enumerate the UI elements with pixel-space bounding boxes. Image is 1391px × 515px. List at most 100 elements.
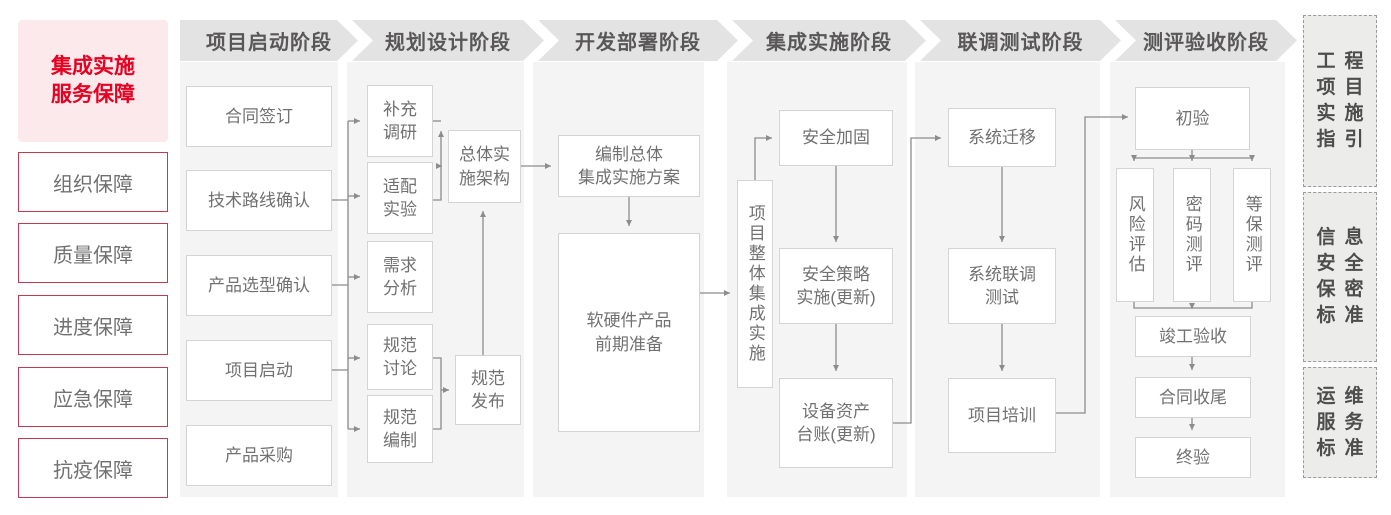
flow-box-adaptation-test: 适配实验 [367, 162, 433, 234]
flow-box-label: 密码测评 [1182, 195, 1202, 275]
flow-box-project-training: 项目培训 [948, 378, 1056, 453]
flow-box-label: 前期准备 [595, 334, 663, 354]
flow-box-label: 集成实施方案 [578, 168, 680, 187]
flow-box-overall-impl-architecture: 总体实施架构 [448, 130, 521, 203]
standard-line: 工程 [1316, 51, 1373, 72]
sidebar-item-label: 进度保障 [53, 316, 133, 339]
phase-banner-integration: 集成实施阶段 [732, 20, 926, 61]
flow-box-completion-acceptance: 竣工验收 [1135, 316, 1251, 357]
flow-box-label: 总体实 [459, 145, 510, 165]
flow-box-label: 编制总体 [595, 144, 663, 164]
flow-box-spec-discussion: 规范讨论 [367, 324, 433, 390]
phase-banner-label: 联调测试阶段 [957, 32, 1084, 54]
sidebar-item-label: 组织保障 [53, 173, 133, 196]
sidebar-item-label: 抗疫保障 [53, 459, 133, 482]
flow-box-label: 项目整体集成实施 [745, 204, 765, 364]
flow-box-label: 安全策略 [802, 264, 870, 284]
flow-box-tech-route-confirm: 技术路线确认 [186, 170, 332, 231]
flow-box-label: 项目培训 [968, 405, 1036, 425]
phase-banner-project-start: 项目启动阶段 [180, 20, 358, 61]
flow-box-label: 终验 [1176, 447, 1210, 467]
phase-banner-joint-test: 联调测试阶段 [920, 20, 1121, 61]
standard-box-ops-service: 运维 服务 标准 [1303, 367, 1377, 478]
flow-box-label: 讨论 [383, 359, 417, 378]
flow-box-hw-sw-preparation: 软硬件产品前期准备 [558, 233, 700, 432]
sidebar-item-quality: 质量保障 [18, 223, 168, 283]
flow-box-label: 分析 [383, 279, 417, 298]
flow-box-risk-assessment: 风险评估 [1116, 168, 1154, 302]
flow-box-product-selection-confirm: 产品选型确认 [186, 255, 332, 316]
standard-line: 指引 [1316, 129, 1373, 150]
flow-box-supplementary-research: 补充调研 [367, 85, 433, 157]
flow-box-label: 产品采购 [225, 445, 293, 465]
standard-line: 服务 [1316, 411, 1373, 433]
flow-box-overall-project-integration: 项目整体集成实施 [737, 180, 773, 388]
flow-box-label: 风险评估 [1125, 195, 1145, 275]
flow-box-security-hardening: 安全加固 [779, 110, 893, 166]
flow-box-label: 项目启动 [225, 360, 293, 380]
flow-box-label: 产品选型确认 [208, 275, 310, 295]
sidebar-title-line: 服务保障 [51, 83, 135, 106]
sidebar-title-line: 集成实施 [51, 54, 135, 78]
standard-box-information-security: 信息 安全 保密 标准 [1303, 192, 1377, 362]
flow-box-label: 合同签订 [225, 106, 293, 126]
flow-box-contract-closure: 合同收尾 [1135, 377, 1251, 418]
phase-banner-label: 测评验收阶段 [1143, 32, 1269, 54]
flow-box-system-migration: 系统迁移 [948, 108, 1056, 167]
flow-box-crypto-evaluation: 密码测评 [1173, 168, 1211, 302]
standard-line: 保密 [1316, 279, 1373, 300]
sidebar-item-label: 应急保障 [53, 388, 133, 411]
flow-box-security-policy-update: 安全策略实施(更新) [779, 248, 893, 324]
phase-banner-label: 项目启动阶段 [206, 32, 332, 54]
flow-box-label: 编制 [383, 431, 417, 450]
standard-line: 安全 [1316, 253, 1373, 274]
phase-banner-label: 开发部署阶段 [575, 32, 701, 54]
flow-box-label: 规范 [383, 335, 417, 355]
phase-banner-planning-design: 规划设计阶段 [352, 20, 544, 61]
phase-banner-dev-deploy: 开发部署阶段 [538, 20, 738, 61]
flow-box-label: 合同收尾 [1159, 387, 1227, 407]
flow-box-requirement-analysis: 需求分析 [367, 241, 433, 313]
flow-box-overall-integration-plan: 编制总体集成实施方案 [558, 135, 700, 197]
sidebar-item-schedule: 进度保障 [18, 295, 168, 355]
standard-box-project-implementation-guide: 工程 项目 实施 指引 [1303, 15, 1377, 187]
phase-banner-label: 集成实施阶段 [766, 32, 892, 54]
flow-box-label: 适配 [383, 176, 417, 196]
standard-line: 标准 [1316, 305, 1373, 326]
flow-box-label: 发布 [471, 392, 505, 411]
flow-box-initial-acceptance: 初验 [1135, 87, 1250, 150]
flow-box-label: 安全加固 [802, 128, 870, 148]
flow-box-label: 等保测评 [1242, 195, 1262, 275]
flow-box-label: 测试 [985, 288, 1019, 307]
sidebar-item-label: 质量保障 [53, 244, 133, 267]
flow-box-label: 施架构 [459, 168, 510, 188]
flow-box-label: 需求 [383, 255, 417, 275]
flow-box-label: 初验 [1175, 108, 1210, 128]
flow-box-system-joint-test: 系统联调测试 [948, 248, 1056, 324]
flow-box-label: 规范 [383, 407, 417, 427]
flow-box-label: 竣工验收 [1159, 326, 1227, 346]
flow-box-label: 调研 [383, 123, 417, 142]
flow-box-final-acceptance: 终验 [1135, 437, 1251, 478]
flow-box-label: 规范 [471, 368, 505, 388]
phase-banner-acceptance: 测评验收阶段 [1115, 20, 1297, 61]
flow-box-classified-protection-evaluation: 等保测评 [1233, 168, 1271, 302]
sidebar-item-organization: 组织保障 [18, 152, 168, 212]
flow-box-label: 设备资产 [802, 401, 870, 421]
flow-box-asset-ledger-update: 设备资产台账(更新) [779, 378, 893, 468]
flow-box-project-kickoff: 项目启动 [186, 340, 332, 401]
sidebar-item-emergency: 应急保障 [18, 367, 168, 427]
flow-box-product-procurement: 产品采购 [186, 425, 332, 486]
standard-line: 项目 [1316, 77, 1373, 98]
flow-box-spec-release: 规范发布 [455, 355, 521, 425]
flow-box-label: 台账(更新) [796, 425, 876, 444]
flow-box-label: 系统联调 [968, 264, 1036, 284]
standard-line: 实施 [1316, 103, 1373, 124]
flow-box-label: 软硬件产品 [586, 311, 672, 331]
flow-box-spec-compilation: 规范编制 [367, 395, 433, 463]
flow-box-label: 补充 [383, 99, 417, 119]
phase-banner-label: 规划设计阶段 [385, 32, 511, 54]
standard-line: 标准 [1316, 437, 1373, 459]
standard-line: 运维 [1316, 385, 1373, 407]
